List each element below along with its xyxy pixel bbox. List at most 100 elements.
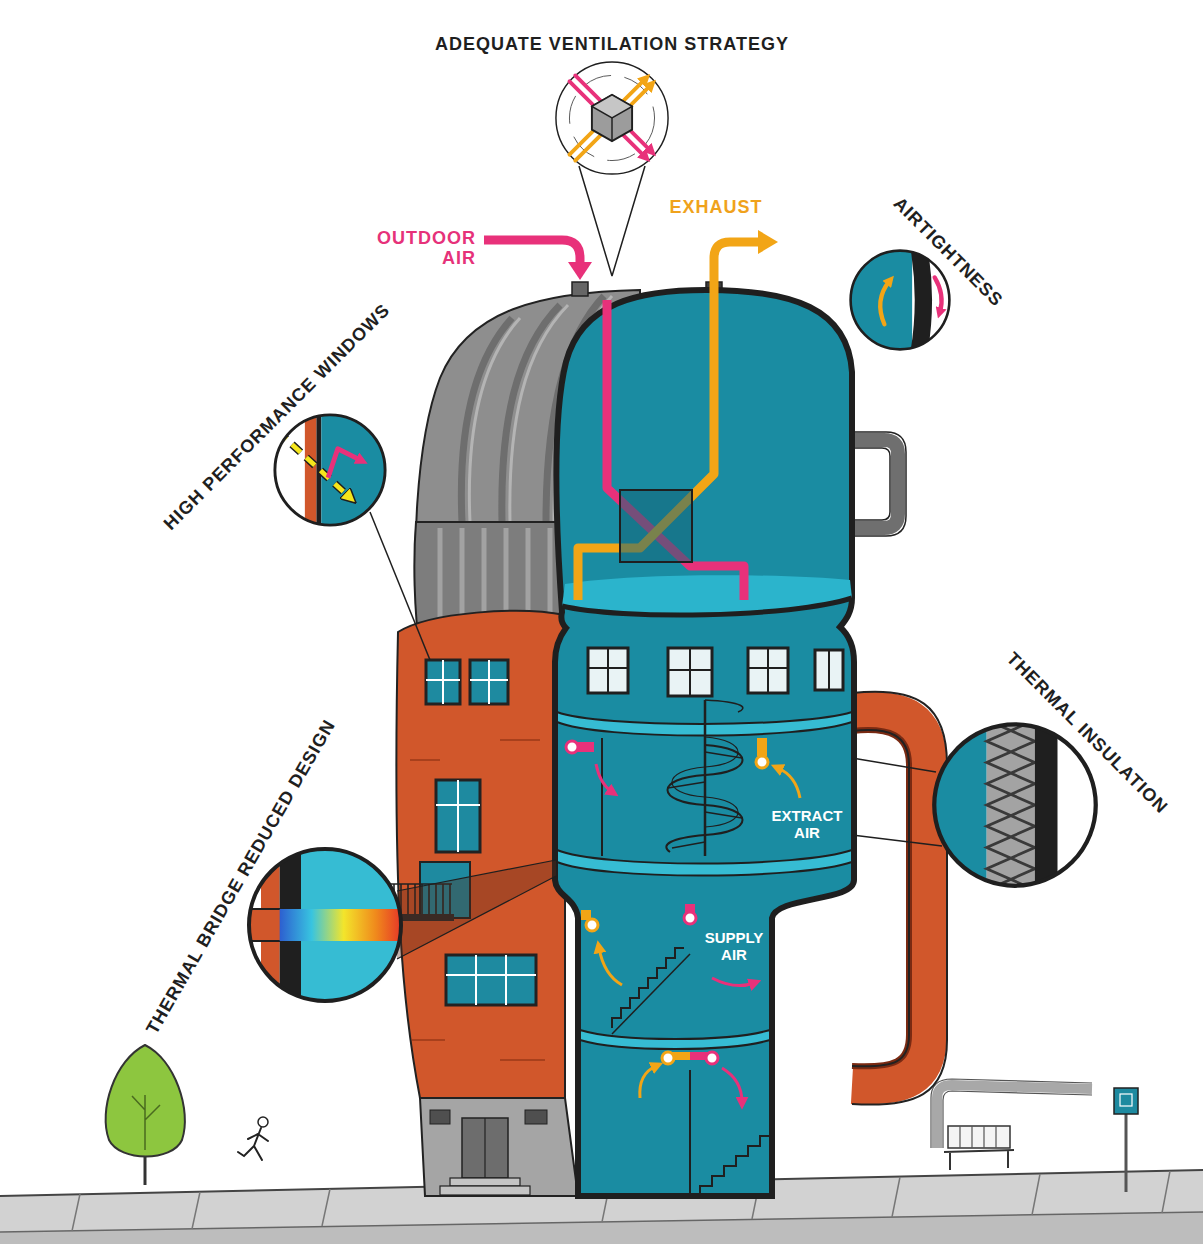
stairs <box>700 1136 770 1196</box>
callout-drawing <box>930 720 1100 890</box>
leader-lines <box>397 860 556 959</box>
leader-lines <box>852 758 942 846</box>
upper-windows <box>828 650 830 690</box>
callout-ring <box>556 62 668 174</box>
detail-view <box>242 845 407 1005</box>
callout-art <box>930 720 1096 890</box>
sign-post <box>1114 1088 1138 1114</box>
sun-ray <box>278 431 350 497</box>
callout-art <box>848 248 949 352</box>
ducts <box>578 300 744 600</box>
callout-ring <box>934 724 1096 886</box>
building-section <box>555 290 854 1196</box>
air-arrows-outside <box>484 240 580 262</box>
spiral-stair <box>705 700 743 712</box>
upper-windows <box>748 648 788 693</box>
room-vents <box>586 919 598 931</box>
callout-drawing <box>245 845 405 1005</box>
heat-exchanger <box>592 95 632 141</box>
flow-arrow <box>935 277 942 312</box>
room-vents <box>640 1066 656 1098</box>
room-vents <box>757 738 767 756</box>
flow-arrow <box>328 449 361 478</box>
room-vents <box>566 738 800 1102</box>
sign-post <box>1125 1112 1128 1192</box>
room-vents <box>684 912 696 924</box>
tree <box>106 1045 185 1185</box>
callout-art <box>275 412 389 528</box>
leader-lines <box>397 860 556 959</box>
heat-exchanger <box>592 95 632 118</box>
outer-layer <box>1035 720 1058 890</box>
upper-windows <box>748 648 788 693</box>
callout-art <box>242 845 407 1005</box>
facade-windows <box>446 955 536 1005</box>
callout-ring <box>275 415 385 525</box>
room-vents <box>566 741 578 753</box>
glass-pane <box>316 412 321 528</box>
room-vents <box>712 978 754 986</box>
room-vents <box>662 1052 674 1064</box>
bench <box>944 1126 1014 1170</box>
brick-body <box>396 611 565 1098</box>
ducts <box>607 300 744 600</box>
callout-art <box>556 62 668 174</box>
flow-arrow <box>880 281 889 324</box>
building-section <box>555 290 854 1196</box>
base <box>484 1118 485 1178</box>
attic-floor <box>562 598 852 615</box>
facade-windows <box>436 780 480 852</box>
upper-windows <box>668 648 712 696</box>
heat-exchanger <box>611 118 612 141</box>
facade-windows <box>446 955 536 1005</box>
runner <box>258 1117 268 1127</box>
facade-windows <box>426 660 460 704</box>
base <box>420 1098 578 1196</box>
room-vents <box>599 948 622 985</box>
callout-ring <box>851 251 950 350</box>
wall-layer <box>305 412 317 528</box>
runner <box>238 1128 268 1160</box>
flow-arrow <box>569 79 644 154</box>
floors <box>580 1030 770 1049</box>
callout-ring <box>249 849 401 1001</box>
mug-handle <box>852 692 947 1105</box>
upper-windows <box>588 648 628 693</box>
leader-lines <box>370 512 430 660</box>
callout-heading: ADEQUATE VENTILATION STRATEGY <box>435 33 789 54</box>
base <box>450 1178 520 1186</box>
flow-label: EXTRACT AIR <box>768 808 846 842</box>
detail-view <box>930 720 1058 890</box>
spiral-stair <box>668 752 742 848</box>
base <box>525 1110 547 1124</box>
bus-shelter <box>931 1079 1092 1148</box>
sidewalk <box>0 1212 1203 1244</box>
flow-arrow <box>575 85 650 160</box>
indoor-zone <box>848 248 912 352</box>
upper-windows <box>588 648 843 696</box>
upper-windows <box>668 648 712 696</box>
callout-drawing <box>554 60 670 176</box>
bench <box>960 1126 996 1148</box>
vents-on-cap <box>572 282 588 296</box>
callout-circle: THERMAL INSULATION <box>930 720 1100 890</box>
insulation-layer <box>987 720 1035 890</box>
flow-label: OUTDOOR AIR <box>376 228 476 268</box>
room-vents <box>756 756 768 768</box>
base <box>462 1118 508 1178</box>
stairs <box>612 948 684 1028</box>
stairs <box>612 954 690 1034</box>
sun-ray <box>278 431 350 497</box>
callout-circle: THERMAL BRIDGE REDUCED DESIGN <box>245 845 405 1005</box>
callout-drawing <box>272 412 388 528</box>
facade-windows <box>436 780 480 852</box>
callout-circle: HIGH PERFORMANCE WINDOWS <box>272 412 388 528</box>
base <box>440 1186 530 1195</box>
stairs <box>612 948 770 1196</box>
room-vents <box>596 764 612 792</box>
room-vents <box>778 768 800 798</box>
tree <box>106 1045 185 1157</box>
